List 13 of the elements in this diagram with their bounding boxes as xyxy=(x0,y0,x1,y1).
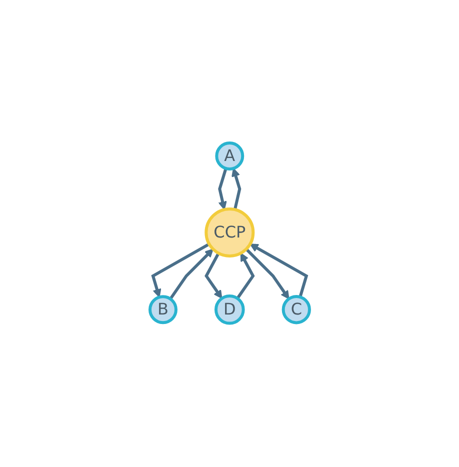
arrow xyxy=(231,168,241,210)
arrow xyxy=(204,252,222,300)
node-circle: B xyxy=(148,295,178,324)
arrow xyxy=(168,249,214,300)
arrow xyxy=(218,168,228,210)
node-circle: A xyxy=(214,142,244,171)
arrow xyxy=(244,248,290,300)
node-circle: CCP xyxy=(204,208,254,258)
arrow xyxy=(249,244,308,298)
arrow xyxy=(150,243,210,298)
node-circle: C xyxy=(282,295,311,325)
node-circle: D xyxy=(214,294,245,326)
arrow xyxy=(236,253,255,300)
